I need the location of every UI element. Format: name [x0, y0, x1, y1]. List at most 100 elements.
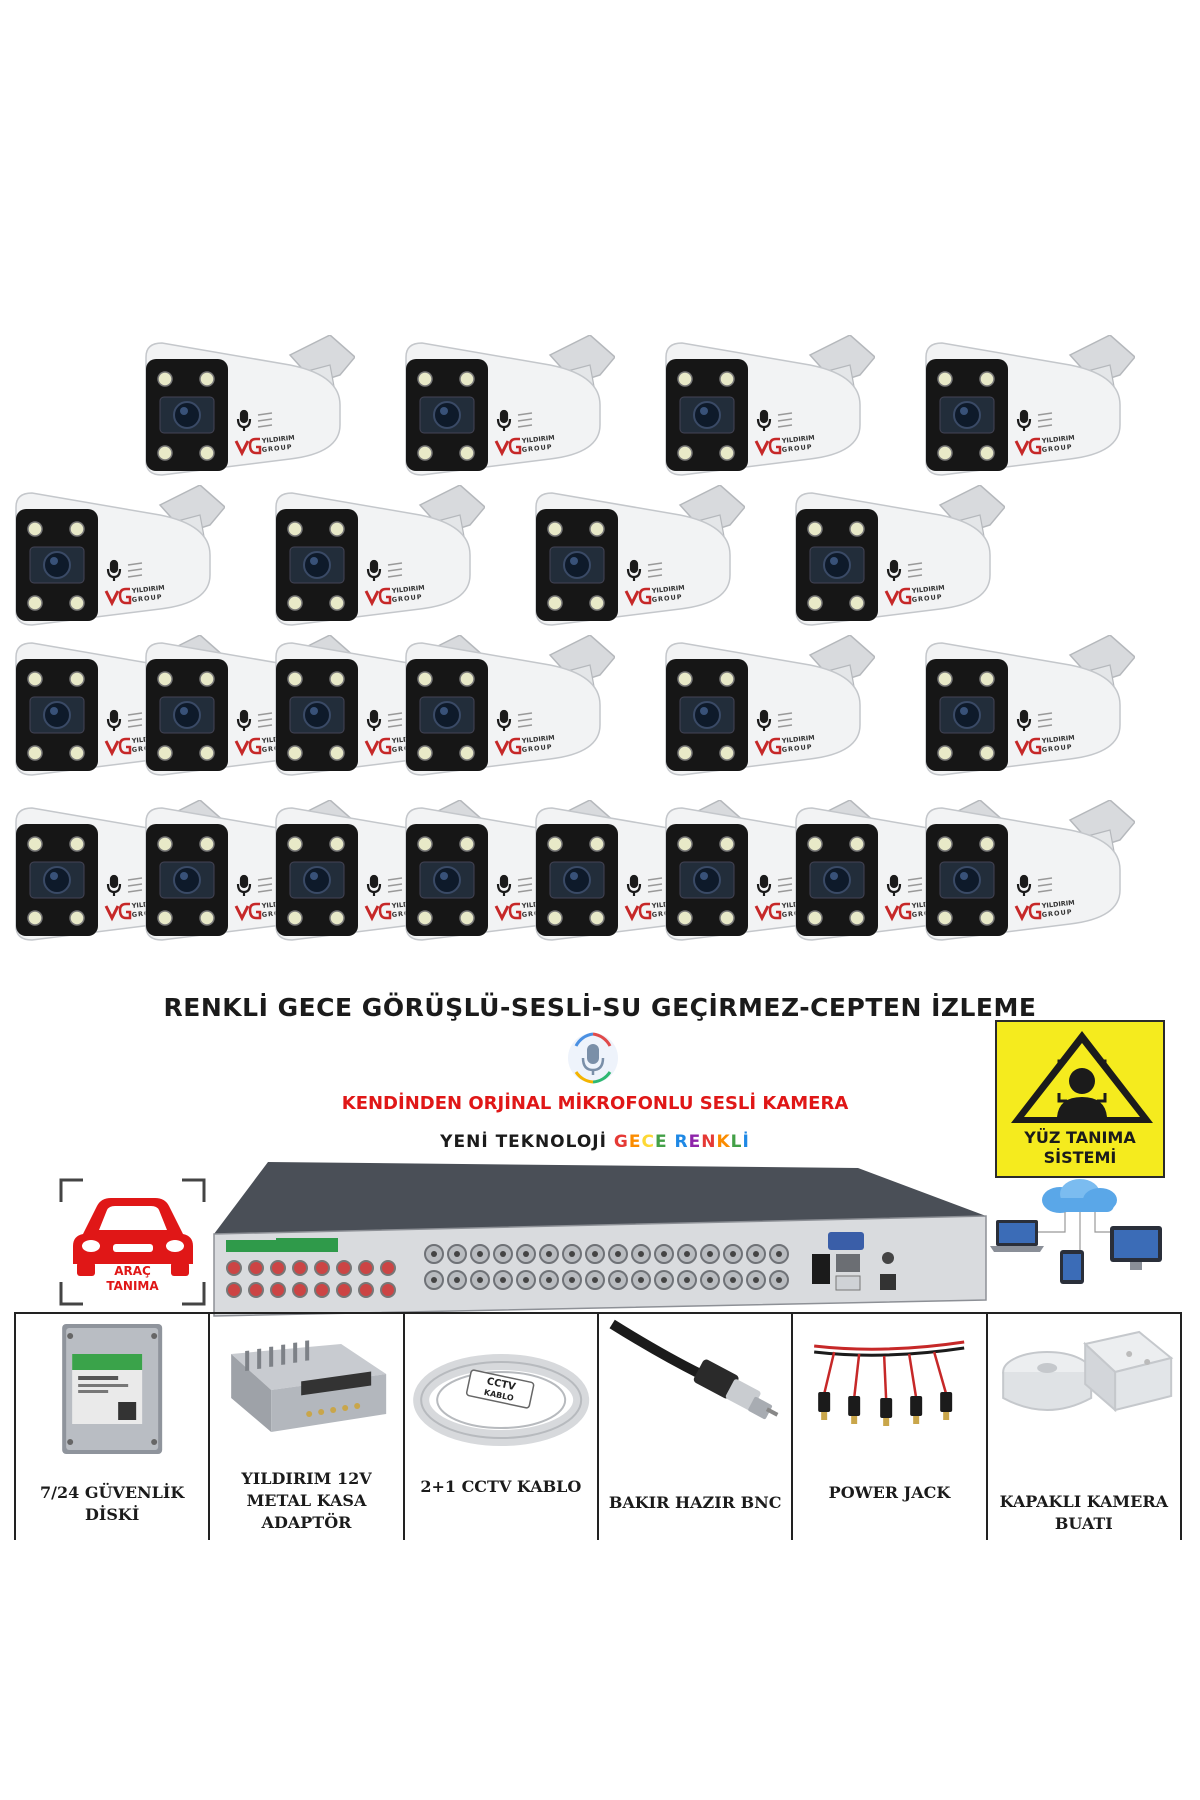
accessory-junction-box: KAPAKLI KAMERA BUATI — [988, 1314, 1180, 1540]
bnc-port-pin — [454, 1277, 460, 1283]
camera-brand-line-2: GROUP — [521, 743, 553, 754]
bnc-port-pin — [546, 1251, 552, 1257]
bnc-port-pin — [431, 1277, 437, 1283]
rainbow-letter: N — [701, 1132, 717, 1152]
car-icon — [59, 1178, 206, 1306]
camera-brand-line-1: YILDIRIM — [780, 734, 815, 746]
accessory-cable: CCTV KABLO 2+1 CCTV KABLO — [405, 1314, 599, 1540]
camera-brand-line-2: GROUP — [261, 443, 293, 454]
bnc-port-pin — [707, 1251, 713, 1257]
vehicle-label-line-2: TANIMA — [106, 1279, 159, 1293]
bnc-port-pin — [730, 1251, 736, 1257]
bnc-port-pin — [546, 1277, 552, 1283]
bnc-port-pin — [454, 1251, 460, 1257]
headline: RENKLİ GECE GÖRÜŞLÜ-SESLİ-SU GEÇİRMEZ-CE… — [163, 993, 1037, 1022]
power-supply-icon — [210, 1314, 402, 1464]
power-jack-icon — [793, 1314, 985, 1464]
rca-port — [380, 1282, 396, 1298]
camera-brand-line-1: YILDIRIM — [520, 434, 555, 446]
accessory-label: YILDIRIM 12V METAL KASA ADAPTÖR — [241, 1469, 372, 1532]
rainbow-letter: L — [730, 1132, 743, 1152]
terminal-block — [276, 1238, 338, 1250]
rca-port — [270, 1282, 286, 1298]
tablet-icon — [1060, 1250, 1084, 1284]
bnc-port-pin — [500, 1277, 506, 1283]
camera-brand-line-1: YILDIRIM — [910, 584, 945, 596]
monitor-icon — [1110, 1226, 1162, 1270]
bnc-port-pin — [638, 1251, 644, 1257]
rca-port — [336, 1260, 352, 1276]
bnc-port-pin — [569, 1277, 575, 1283]
audio-port — [882, 1252, 894, 1264]
tech-line-prefix: YENİ TEKNOLOJİ — [440, 1132, 614, 1152]
rainbow-letter: K — [716, 1132, 731, 1152]
bnc-connector-icon — [599, 1314, 791, 1464]
rca-port — [314, 1260, 330, 1276]
cable-roll-icon: CCTV KABLO — [405, 1314, 597, 1464]
rca-port — [292, 1260, 308, 1276]
usb-port — [835, 1275, 861, 1291]
bnc-port-pin — [730, 1277, 736, 1283]
face-recognition-label: YÜZ TANIMA SİSTEMİ — [1024, 1128, 1136, 1167]
face-recognition-sign: YÜZ TANIMA SİSTEMİ — [995, 1020, 1165, 1178]
accessories-strip: 7/24 GÜVENLİK DİSKİ YILDIRIM 12V MET — [14, 1312, 1182, 1540]
accessory-label: KAPAKLI KAMERA BUATI — [999, 1492, 1169, 1533]
bnc-port-pin — [477, 1251, 483, 1257]
dvr-top — [214, 1162, 986, 1234]
bnc-port-pin — [684, 1251, 690, 1257]
laptop-icon — [990, 1220, 1044, 1252]
accessory-hard-disk: 7/24 GÜVENLİK DİSKİ — [16, 1314, 211, 1540]
rca-port — [358, 1282, 374, 1298]
rainbow-letter: İ — [742, 1132, 750, 1152]
rca-port — [226, 1260, 242, 1276]
bnc-port-pin — [477, 1277, 483, 1283]
bnc-port-pin — [615, 1251, 621, 1257]
rca-port — [226, 1282, 242, 1298]
bnc-port-pin — [500, 1251, 506, 1257]
warning-triangle-icon — [1011, 1031, 1153, 1123]
accessory-label: BAKIR HAZIR BNC — [608, 1493, 782, 1512]
subheadline: KENDİNDEN ORJİNAL MİKROFONLU SESLİ KAMER… — [341, 1093, 849, 1114]
camera-brand-line-2: GROUP — [781, 743, 813, 754]
bnc-port-pin — [431, 1251, 437, 1257]
bnc-port-pin — [523, 1277, 529, 1283]
ethernet-port — [836, 1254, 860, 1272]
camera-brand-line-2: GROUP — [911, 593, 943, 604]
tech-line: YENİ TEKNOLOJİ GECE RENKLİ — [0, 1132, 1190, 1152]
cloud-devices-icon — [990, 1178, 1170, 1288]
power-port — [880, 1274, 896, 1290]
rainbow-letter: E — [688, 1132, 702, 1152]
rca-port — [270, 1260, 286, 1276]
rca-port — [358, 1260, 374, 1276]
bnc-port-pin — [523, 1251, 529, 1257]
rainbow-word-renkli: RENKLİ — [675, 1132, 750, 1152]
accessory-label: 2+1 CCTV KABLO — [420, 1477, 582, 1496]
accessory-power-jack: POWER JACK — [793, 1314, 988, 1540]
camera-brand-line-1: YILDIRIM — [520, 734, 555, 746]
camera-brand-line-1: YILDIRIM — [1040, 434, 1075, 446]
rainbow-letter: G — [613, 1132, 629, 1152]
accessory-label: 7/24 GÜVENLİK DİSKİ — [40, 1483, 185, 1524]
rainbow-letter: C — [641, 1132, 655, 1152]
camera-brand-line-2: GROUP — [131, 593, 163, 604]
camera-brand-line-2: GROUP — [1041, 908, 1073, 919]
rca-port — [248, 1282, 264, 1298]
rainbow-letter: E — [628, 1132, 642, 1152]
bnc-port-pin — [776, 1277, 782, 1283]
bnc-port-pin — [592, 1251, 598, 1257]
vehicle-label-line-1: ARAÇ — [114, 1264, 151, 1278]
dvr-rear-panel — [213, 1215, 987, 1317]
rca-port — [380, 1260, 396, 1276]
accessory-bnc: BAKIR HAZIR BNC — [599, 1314, 794, 1540]
bnc-port-pin — [684, 1277, 690, 1283]
rca-port — [292, 1282, 308, 1298]
